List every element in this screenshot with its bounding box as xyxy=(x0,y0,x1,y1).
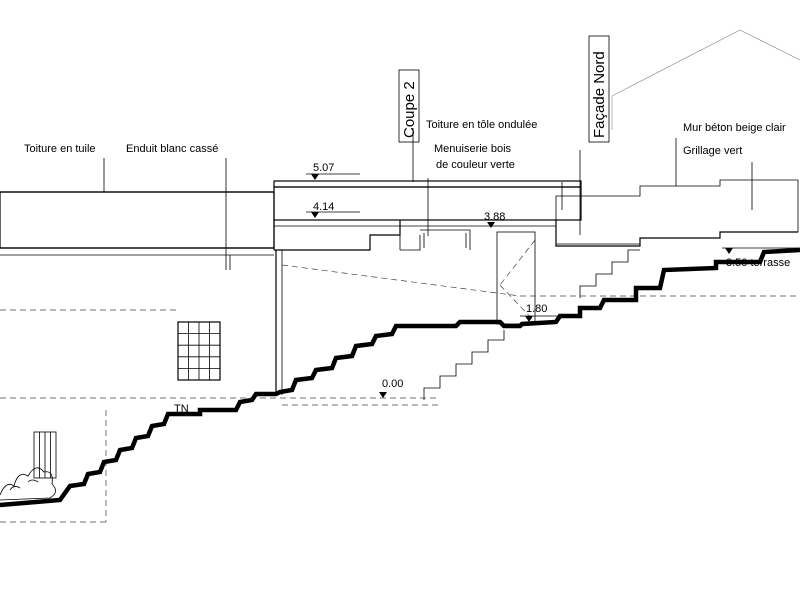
level-0-00: 0.00 xyxy=(382,378,403,390)
reference-dashed-lines xyxy=(0,264,800,523)
annotation-grillage: Grillage vert xyxy=(683,145,742,157)
annotation-leaders xyxy=(103,138,753,270)
annotation-enduit: Enduit blanc cassé xyxy=(126,143,218,155)
tile-roof-building xyxy=(0,191,275,256)
shrub-icon xyxy=(0,467,56,501)
natural-terrain-line xyxy=(0,247,800,508)
wall-and-fence xyxy=(555,179,799,247)
annotation-menuiserie-line1: Menuiserie bois xyxy=(434,143,512,155)
annotation-tn: TN xyxy=(174,403,189,415)
annotation-toiture-tuile: Toiture en tuile xyxy=(24,143,96,155)
level-4-14: 4.14 xyxy=(313,201,334,213)
level-3-88: 3.88 xyxy=(484,211,505,223)
svg-text:Façade Nord: Façade Nord xyxy=(591,51,608,138)
exterior-stairs xyxy=(423,249,640,400)
svg-text:Coupe 2: Coupe 2 xyxy=(401,81,418,138)
window-grid xyxy=(177,321,221,381)
lower-door-grid xyxy=(33,431,57,479)
background-house-outline xyxy=(611,29,800,130)
annotation-mur-beton: Mur béton beige clair xyxy=(683,122,786,134)
support-columns xyxy=(229,250,283,395)
annotation-menuiserie-line2: de couleur verte xyxy=(436,159,515,171)
annotation-toiture-tole: Toiture en tôle ondulée xyxy=(426,119,537,131)
level-markers xyxy=(306,173,800,398)
section-cut-lines xyxy=(412,128,581,235)
corrugated-roof-building xyxy=(273,180,582,251)
section-title-coupe: Coupe 2 xyxy=(398,69,420,143)
section-title-facade: Façade Nord xyxy=(588,35,610,143)
level-5-07: 5.07 xyxy=(313,162,334,174)
level-1-80: 1.80 xyxy=(526,303,547,315)
level-3-50-terrasse: 3.50 terrasse xyxy=(726,257,790,269)
